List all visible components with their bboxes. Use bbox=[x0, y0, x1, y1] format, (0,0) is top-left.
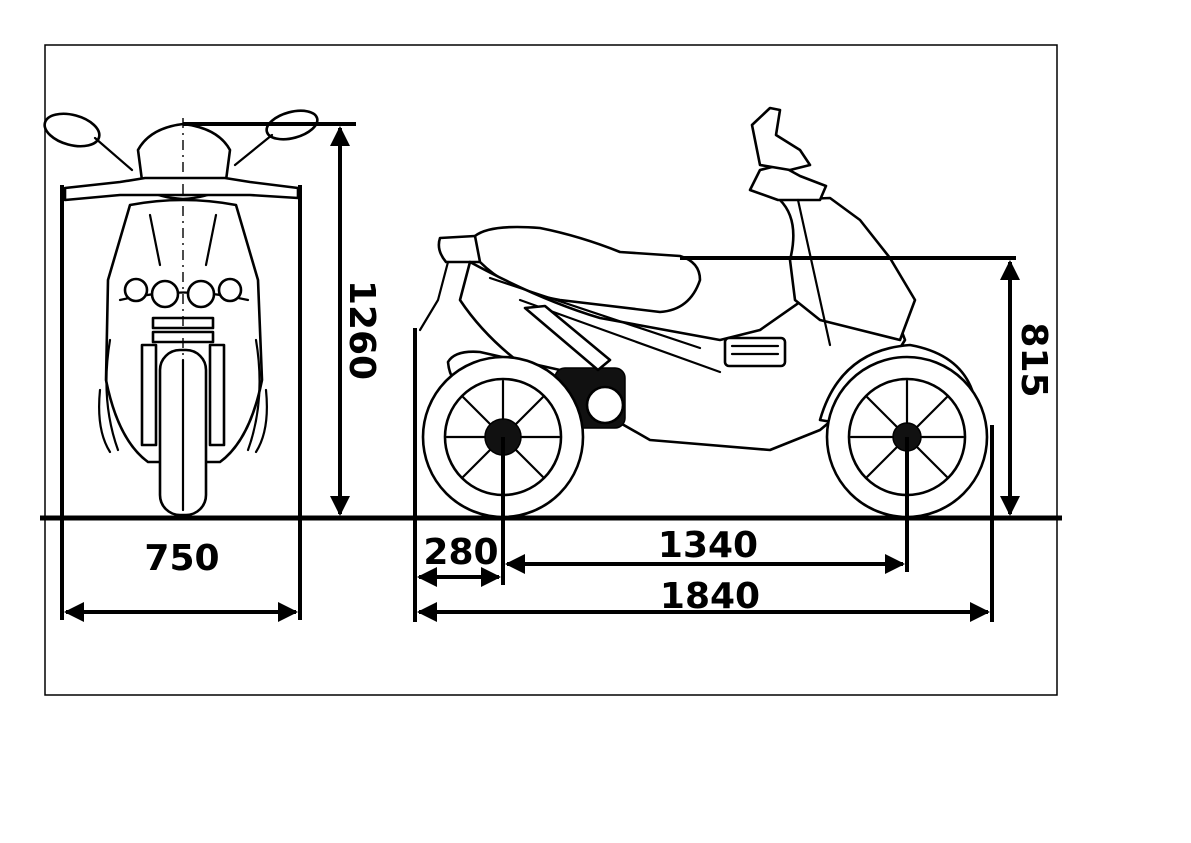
seat-height-label: 815 bbox=[1013, 322, 1054, 397]
wheelbase-label: 1340 bbox=[658, 525, 758, 566]
front-view-scooter bbox=[41, 106, 320, 515]
length-label: 1840 bbox=[660, 576, 760, 617]
rear-overhang-label: 280 bbox=[423, 532, 498, 573]
height-label: 1260 bbox=[341, 280, 382, 380]
width-label: 750 bbox=[144, 538, 219, 579]
side-view-scooter bbox=[420, 108, 987, 517]
